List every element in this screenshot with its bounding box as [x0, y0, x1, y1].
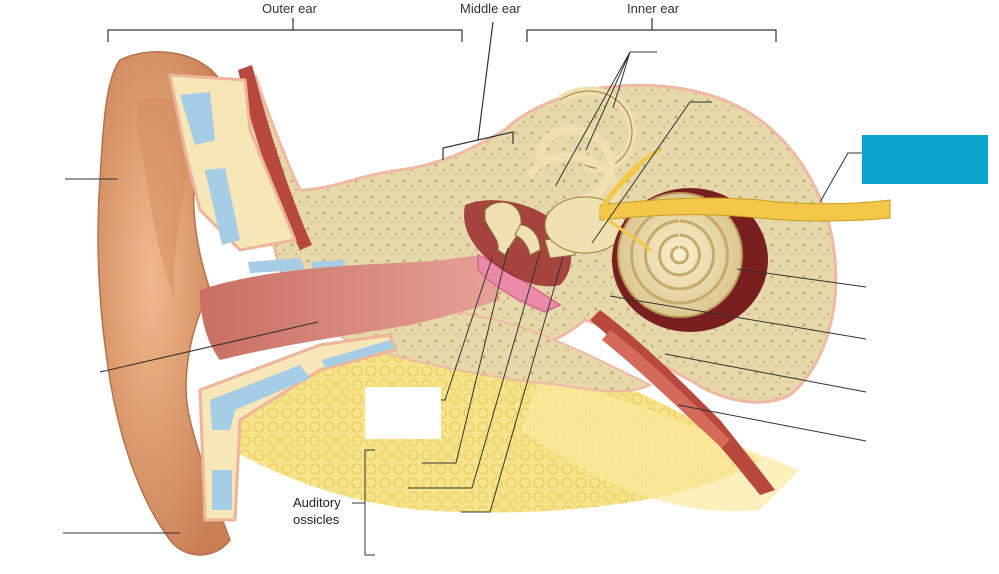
leader-incus — [422, 247, 509, 464]
cochlea — [612, 188, 768, 332]
leader-semicircular — [555, 51, 657, 186]
leader-eustachian — [664, 353, 867, 393]
leader-round-window — [609, 295, 867, 340]
soft-tissue — [200, 340, 800, 513]
leader-pharyngeal — [677, 404, 867, 442]
blank-label-box — [365, 387, 441, 439]
middle-ear-label: Middle ear — [460, 1, 521, 16]
leader-canal — [99, 321, 319, 373]
leader-nerve — [819, 152, 862, 203]
leader-cochlea — [736, 268, 867, 288]
leader-stapes — [408, 251, 541, 489]
outer-ear-bracket — [107, 18, 463, 42]
ear-canal — [200, 255, 500, 360]
muscle — [238, 65, 775, 495]
auditory-ossicles-label: Auditory ossicles — [293, 494, 341, 528]
middle-ear-bracket — [442, 21, 514, 160]
vestibulocochlear-nerve — [598, 148, 891, 252]
leader-tympanic — [461, 256, 564, 513]
inner-ear-bracket — [526, 18, 777, 42]
leader-vestibule — [591, 101, 712, 244]
cartilage — [168, 73, 397, 522]
ossicles-label-line1: Auditory — [293, 495, 341, 510]
region-brackets — [107, 18, 777, 160]
ossicles-bracket — [352, 449, 375, 556]
outer-ear-label: Outer ear — [262, 1, 317, 16]
answer-box — [862, 135, 988, 184]
ossicles-label-line2: ossicles — [293, 512, 340, 527]
inner-ear-label: Inner ear — [627, 1, 680, 16]
